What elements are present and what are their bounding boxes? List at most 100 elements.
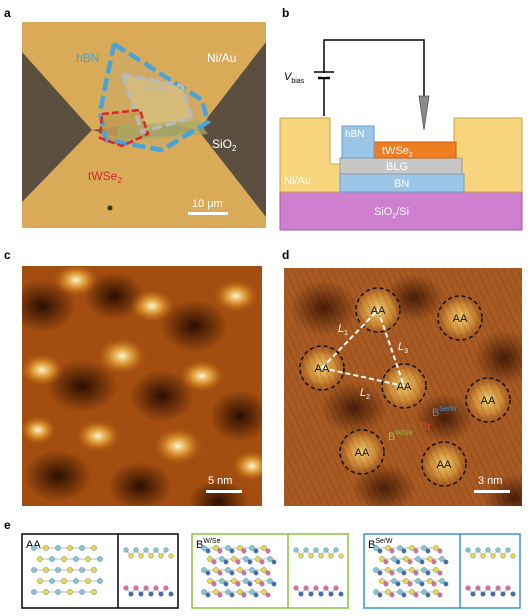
lattice-atom xyxy=(247,559,253,565)
aa-label: AA xyxy=(397,381,412,393)
scale-label-d: 3 nm xyxy=(478,475,502,487)
lattice-atom xyxy=(153,585,159,591)
lattice-atom xyxy=(61,556,67,562)
lattice-atom xyxy=(470,553,476,559)
lattice-atom xyxy=(201,567,207,573)
lattice-atom xyxy=(431,559,437,565)
label-hbn: hBN xyxy=(76,51,99,65)
lattice-atom xyxy=(225,589,231,595)
lattice-atom xyxy=(413,592,419,598)
top-view-lattice-bwse xyxy=(201,545,277,598)
battery-gap xyxy=(322,73,326,77)
lattice-atom xyxy=(465,585,471,591)
lattice-atom xyxy=(437,592,443,598)
lattice-atom xyxy=(480,591,486,597)
lattice-atom xyxy=(213,589,219,595)
label-blg: BLG xyxy=(144,83,166,95)
lattice-atom xyxy=(123,547,129,553)
lattice-atom xyxy=(421,567,427,573)
lattice-atom xyxy=(338,553,344,559)
lattice-atom xyxy=(409,589,415,595)
lattice-atom xyxy=(391,556,397,562)
lattice-atom xyxy=(490,553,496,559)
lattice-atom xyxy=(211,559,217,565)
lattice-atom xyxy=(485,547,491,553)
stacking-diagrams: AA BW/Se BSe/W xyxy=(21,533,521,609)
lattice-atom xyxy=(207,578,213,584)
lattice-atom xyxy=(55,545,61,551)
lattice-atom xyxy=(79,545,85,551)
lattice-atom xyxy=(403,578,409,584)
lattice-atom xyxy=(298,591,304,597)
stm-topography-large: 5 nm xyxy=(22,266,262,506)
panel-label-b: b xyxy=(282,6,290,20)
lattice-atom xyxy=(241,570,247,576)
lattice-atom xyxy=(419,559,425,565)
lattice-atom xyxy=(427,578,433,584)
lattice-atom xyxy=(293,585,299,591)
lattice-atom xyxy=(421,545,427,551)
lattice-atom xyxy=(443,559,449,565)
lattice-atom xyxy=(318,591,324,597)
lattice-atom xyxy=(407,581,413,587)
lattice-atom xyxy=(425,548,431,554)
lattice-atom xyxy=(31,545,37,551)
scale-label-a: 10 μm xyxy=(192,198,223,210)
panel-label-d: d xyxy=(282,248,290,262)
lattice-atom xyxy=(255,578,261,584)
label-hbn-b: hBN xyxy=(345,129,364,140)
moire-triangle xyxy=(321,309,405,387)
lattice-atom xyxy=(223,559,229,565)
lattice-atom xyxy=(413,570,419,576)
stacking-box-bwse: BW/Se xyxy=(191,533,349,609)
lattice-atom xyxy=(475,547,481,553)
lattice-atom xyxy=(443,581,449,587)
lattice-atom xyxy=(213,545,219,551)
lattice-atom xyxy=(313,585,319,591)
top-view-lattice-bsew xyxy=(373,545,449,598)
lattice-atom xyxy=(205,592,211,598)
lattice-atom xyxy=(201,545,207,551)
lattice-atom xyxy=(205,548,211,554)
lattice-atom xyxy=(475,585,481,591)
label-vbias: Vbias xyxy=(284,71,305,85)
lattice-atom xyxy=(231,556,237,562)
lattice-atom xyxy=(328,591,334,597)
lattice-atom xyxy=(237,567,243,573)
lattice-atom xyxy=(383,581,389,587)
lattice-atom xyxy=(415,578,421,584)
lattice-atom xyxy=(465,547,471,553)
lattice-atom xyxy=(148,553,154,559)
label-l3: L3 xyxy=(398,341,408,355)
lattice-atom xyxy=(333,585,339,591)
lattice-atom xyxy=(133,547,139,553)
lattice-atom xyxy=(79,589,85,595)
lattice-atom xyxy=(293,547,299,553)
lattice-atom xyxy=(138,591,144,597)
twse2-outline xyxy=(98,108,150,148)
lattice-atom xyxy=(148,591,154,597)
lattice-atom xyxy=(253,592,259,598)
lattice-atom xyxy=(55,567,61,573)
lattice-atom xyxy=(313,547,319,553)
lattice-atom xyxy=(377,548,383,554)
lattice-atom xyxy=(207,556,213,562)
side-view-lattice-bwse xyxy=(293,547,344,597)
lattice-atom xyxy=(377,592,383,598)
lattice-atom xyxy=(265,592,271,598)
aa-circle xyxy=(381,363,427,409)
aa-label: AA xyxy=(315,363,330,375)
label-l2: L2 xyxy=(360,387,370,401)
lattice-atom xyxy=(37,556,43,562)
optical-micrograph: hBN BLG tWSe2 Ni/Au SiO2 10 μm xyxy=(22,22,266,228)
label-sio2: SiO2 xyxy=(212,137,237,153)
lattice-atom xyxy=(495,547,501,553)
lattice-atom xyxy=(253,570,259,576)
lattice-atom xyxy=(385,545,391,551)
lattice-atom xyxy=(470,591,476,597)
lattice-atom xyxy=(261,589,267,595)
aa-circle xyxy=(339,429,385,475)
lattice-atom xyxy=(385,589,391,595)
lattice-atom xyxy=(229,570,235,576)
lattice-atom xyxy=(237,545,243,551)
